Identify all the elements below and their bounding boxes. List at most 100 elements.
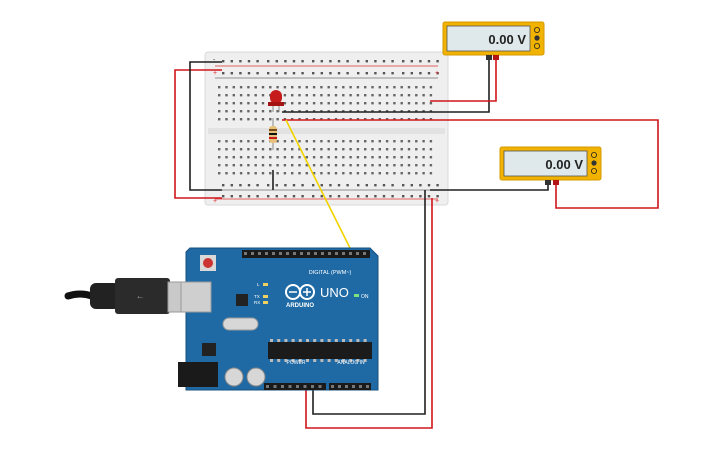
meter2-knob-v-icon[interactable]: [591, 160, 597, 166]
rail-hole: [222, 60, 225, 63]
meter1-knob-r-icon[interactable]: [534, 43, 541, 50]
wire-red-meter2[interactable]: [282, 119, 659, 209]
rail-hole: [267, 195, 270, 198]
breadboard-hole: [305, 164, 308, 167]
breadboard-hole: [269, 118, 272, 121]
breadboard-hole: [239, 118, 243, 121]
breadboard-hole: [247, 164, 250, 167]
breadboard-hole: [349, 94, 352, 97]
breadboard-hole: [407, 156, 411, 159]
l-led: [263, 283, 268, 286]
meter2-probe-black[interactable]: [545, 180, 551, 185]
ic-pin: [356, 339, 360, 342]
usb-cable[interactable]: ⭠: [64, 278, 194, 314]
multimeter-1[interactable]: 0.00 V: [442, 21, 545, 60]
digital-header[interactable]: [242, 250, 370, 258]
meter1-knob-v-icon[interactable]: [534, 35, 540, 41]
meter1-probe-black[interactable]: [486, 55, 492, 60]
breadboard-hole: [239, 110, 243, 113]
multimeter-2[interactable]: 0.00 V: [499, 146, 602, 185]
meter2-knob-r-icon[interactable]: [591, 167, 598, 174]
rail-hole: [427, 72, 431, 75]
breadboard-hole: [291, 156, 294, 159]
ic-pin: [284, 359, 288, 362]
wire-yellow-signal[interactable]: [285, 119, 353, 253]
power-header[interactable]: [264, 383, 326, 390]
breadboard-hole: [276, 118, 279, 121]
header-pin: [288, 385, 292, 388]
rail-hole: [346, 184, 349, 187]
breadboard-hole: [225, 148, 228, 151]
breadboard-hole: [276, 140, 279, 143]
header-pin: [366, 385, 369, 388]
meter1-knob-a-icon[interactable]: [534, 26, 541, 33]
breadboard-hole: [283, 140, 287, 143]
wire-red-meter1[interactable]: [430, 58, 497, 102]
analog-header[interactable]: [329, 383, 371, 390]
breadboard-hole: [291, 94, 294, 97]
breadboard-hole: [305, 156, 308, 159]
wire-black-meter2[interactable]: [430, 183, 549, 191]
resistor[interactable]: [269, 118, 277, 150]
reset-button[interactable]: [203, 258, 213, 268]
breadboard-center-channel: [208, 128, 445, 134]
rail-hole: [275, 60, 278, 63]
led[interactable]: [268, 90, 284, 112]
breadboard-hole: [371, 94, 374, 97]
header-pin: [279, 252, 282, 255]
breadboard-hole: [356, 94, 360, 97]
breadboard-hole: [232, 110, 235, 113]
breadboard-hole: [327, 148, 330, 151]
breadboard-hole: [218, 164, 221, 167]
usb-port: [180, 281, 212, 313]
rail-hole: [402, 72, 405, 75]
breadboard[interactable]: + - + + +: [204, 51, 449, 206]
voltage-regulator: [202, 343, 216, 356]
rail-hole: [419, 60, 422, 63]
wire-red-5v[interactable]: [305, 198, 433, 429]
breadboard-hole: [305, 172, 308, 175]
rail-hole: [267, 184, 270, 187]
rail-hole: [391, 60, 394, 63]
breadboard-hole: [254, 94, 257, 97]
arduino-uno[interactable]: ARDUINO UNO ON L TX RX DIGITAL (PWM~) PO…: [178, 247, 379, 391]
breadboard-hole: [327, 102, 330, 105]
rail-hole: [410, 72, 413, 75]
breadboard-hole: [334, 148, 338, 151]
breadboard-hole: [422, 164, 425, 167]
breadboard-hole: [283, 148, 287, 151]
rail-hole: [365, 184, 368, 187]
breadboard-hole: [218, 156, 221, 159]
breadboard-hole: [269, 172, 272, 175]
wire-black-meter1[interactable]: [282, 58, 490, 113]
breadboard-hole: [422, 156, 425, 159]
breadboard-hole: [407, 102, 411, 105]
meter1-probe-red[interactable]: [493, 55, 499, 60]
power-led: [354, 294, 359, 297]
meter2-knob-a-icon[interactable]: [591, 151, 598, 158]
breadboard-hole: [378, 140, 381, 143]
rail-hole: [427, 184, 431, 187]
rail-hole: [374, 60, 377, 63]
wire-black-left-loop[interactable]: [189, 61, 222, 191]
header-pin: [345, 385, 348, 388]
breadboard-hole: [415, 86, 418, 89]
breadboard-hole: [254, 172, 257, 175]
breadboard-hole: [239, 94, 243, 97]
rail-hole: [436, 60, 439, 63]
wire-red-left-loop[interactable]: [174, 69, 222, 199]
breadboard-hole: [378, 102, 381, 105]
header-pin: [307, 252, 310, 255]
ic-pin: [327, 339, 331, 342]
breadboard-hole: [305, 102, 308, 105]
header-pin: [331, 385, 334, 388]
wires[interactable]: [174, 58, 659, 429]
wire-black-gnd[interactable]: [312, 190, 426, 415]
header-pin: [244, 252, 247, 255]
ic-pin: [277, 359, 281, 362]
breadboard-hole: [298, 148, 301, 151]
breadboard-hole: [218, 102, 221, 105]
breadboard-hole: [261, 140, 265, 143]
meter2-probe-red[interactable]: [553, 180, 559, 185]
